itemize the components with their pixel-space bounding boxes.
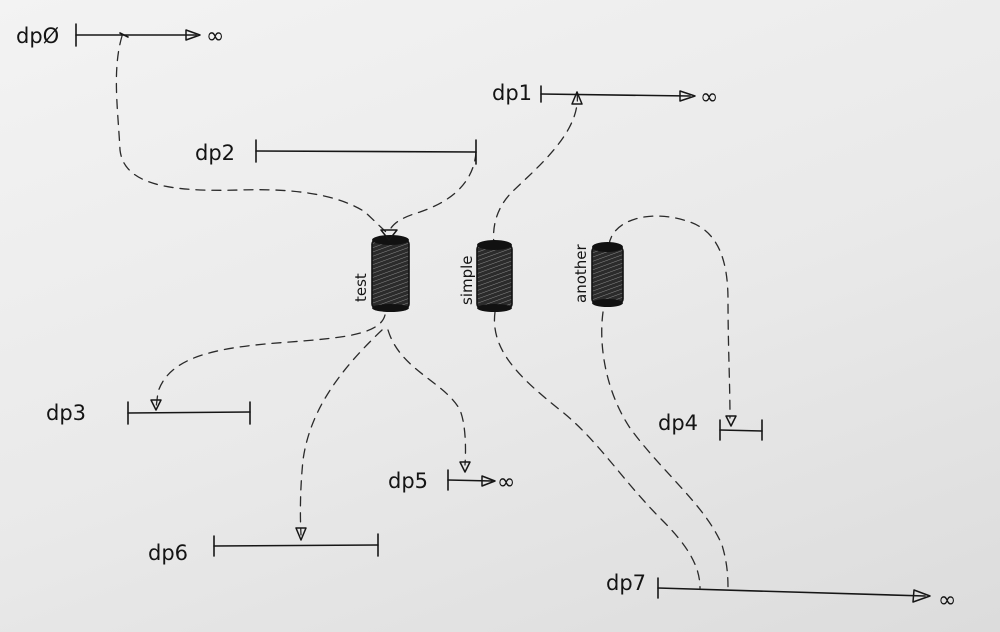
label-dp4: dp4 (658, 411, 698, 435)
connector-test-to-dp6 (299, 329, 383, 536)
connector-another-to-dp7 (601, 311, 729, 591)
label-dp5: dp5 (388, 469, 428, 493)
timeline-dp3 (127, 399, 251, 425)
connector-test-to-dp3 (155, 314, 386, 409)
timeline-dp7 (657, 577, 931, 603)
label-dp3: dp3 (46, 401, 86, 425)
queue-another: another (572, 242, 624, 307)
infinity-dp7: ∞ (938, 588, 956, 613)
label-dp1: dp1 (492, 81, 532, 105)
connector-dp0-to-test (115, 35, 387, 233)
label-dp6: dp6 (148, 541, 188, 565)
connector-another-to-dp4 (608, 215, 731, 419)
timeline-dp6 (213, 527, 379, 557)
connectors (115, 35, 731, 591)
timeline-dp5 (447, 461, 496, 491)
infinity-dp5: ∞ (497, 470, 515, 495)
timeline-dp1 (540, 85, 696, 105)
queue-test: test (352, 229, 410, 312)
timeline-dp4 (719, 415, 763, 441)
queue-label-simple: simple (458, 255, 476, 305)
queue-label-test: test (352, 273, 370, 302)
timeline-dp2 (255, 139, 477, 165)
queue-simple: simple (458, 240, 513, 312)
label-dp2: dp2 (195, 141, 235, 165)
queue-label-another: another (572, 244, 590, 303)
connector-dp1-to-simple (492, 91, 578, 245)
infinity-dp0: ∞ (206, 24, 224, 49)
connector-dp2-to-test (388, 151, 477, 233)
infinity-dp1: ∞ (700, 85, 718, 110)
connector-simple-to-dp7 (493, 311, 701, 589)
label-dp0: dpØ (16, 24, 59, 48)
timeline-dp0 (75, 23, 201, 47)
label-dp7: dp7 (606, 571, 646, 595)
connector-test-to-dp5 (387, 329, 467, 466)
